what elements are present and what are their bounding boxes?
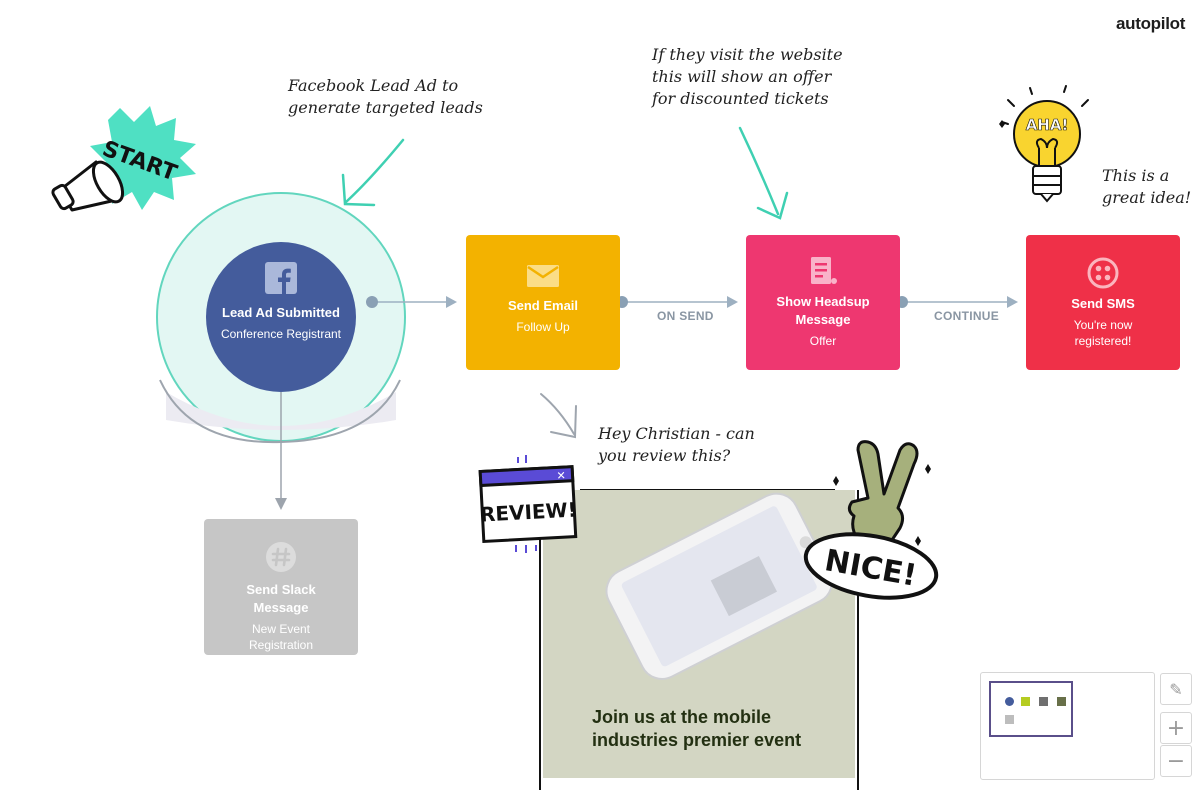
slack-icon: [266, 542, 296, 572]
headsup-subtitle: Offer: [809, 334, 837, 348]
svg-text:✕: ✕: [556, 469, 566, 482]
aha-bulb-sticker: AHA!: [994, 84, 1094, 214]
note-idea: This is a great idea!: [1102, 166, 1192, 207]
minimap-viewport[interactable]: [989, 681, 1073, 737]
lead-ad-title: Lead Ad Submitted: [222, 305, 340, 320]
minimap-node-lead: [1005, 697, 1014, 706]
edit-button[interactable]: ✎: [1160, 673, 1192, 705]
annotation-arrowhead-review: [550, 405, 577, 439]
document-icon: [811, 257, 837, 284]
note-facebook: Facebook Lead Ad to generate targeted le…: [288, 76, 483, 117]
minimap-node-sms: [1057, 697, 1066, 706]
megaphone-icon: START: [51, 106, 196, 212]
lead-ad-subtitle: Conference Registrant: [220, 327, 342, 341]
minimap-node-headsup: [1039, 697, 1048, 706]
send-email-title: Send Email: [507, 298, 579, 313]
on-send-label: ON SEND: [657, 309, 714, 323]
pencil-icon: ✎: [1169, 679, 1183, 699]
slack-title: Send Slack Message: [246, 582, 316, 615]
annotation-arrow-facebook: [344, 138, 405, 204]
annotation-arrow-website: [738, 126, 780, 216]
note-website: If they visit the website this will show…: [652, 45, 843, 108]
zoom-in-button[interactable]: +: [1160, 712, 1192, 744]
start-sticker: START: [50, 100, 200, 225]
lead-output-port[interactable]: [366, 296, 378, 308]
send-email-node[interactable]: Send Email Follow Up: [466, 235, 620, 370]
connector-email-to-headsup: [626, 296, 738, 308]
annotation-arrowhead-facebook: [341, 173, 376, 207]
envelope-icon: [527, 265, 559, 287]
headsup-title: Show Headsup Message: [776, 294, 870, 327]
minimap-node-email: [1021, 697, 1030, 706]
lightbulb-icon: AHA!: [999, 85, 1089, 203]
campaign-preview[interactable]: Join us at the mobile industries premier…: [543, 490, 855, 778]
phone-mockup: [605, 492, 834, 680]
review-sticker: ✕ REVIEW!: [474, 455, 584, 555]
connector-lead-to-slack: [275, 392, 287, 510]
minus-icon: −: [1166, 748, 1186, 774]
twilio-icon: [1087, 257, 1119, 289]
send-email-subtitle: Follow Up: [516, 320, 570, 334]
facebook-icon: [265, 262, 297, 294]
connector-headsup-to-sms: [906, 296, 1018, 308]
lead-ad-node[interactable]: Lead Ad Submitted Conference Registrant: [206, 242, 356, 392]
peace-hand-icon: NICE!: [803, 440, 939, 600]
headsup-node[interactable]: Show Headsup Message Offer: [746, 235, 900, 370]
connector-lead-to-email: [372, 296, 457, 308]
nice-sticker: NICE!: [796, 436, 946, 612]
halo-shadow: [166, 392, 396, 430]
annotation-arrow-review: [540, 393, 575, 435]
continue-label: CONTINUE: [934, 309, 1000, 323]
annotation-arrowhead-website: [756, 191, 789, 220]
campaign-headline: Join us at the mobile industries premier…: [592, 707, 802, 750]
autopilot-logo[interactable]: autopilot: [1116, 14, 1186, 33]
zoom-out-button[interactable]: −: [1160, 745, 1192, 777]
minimap[interactable]: [980, 672, 1155, 780]
send-sms-node[interactable]: Send SMS You're now registered!: [1026, 235, 1180, 370]
note-review: Hey Christian - can you review this?: [598, 424, 755, 465]
send-sms-subtitle: You're now registered!: [1073, 318, 1133, 348]
window-icon: ✕ REVIEW!: [478, 455, 577, 553]
slack-node[interactable]: Send Slack Message New Event Registratio…: [204, 519, 358, 655]
send-sms-title: Send SMS: [1071, 296, 1135, 311]
slack-subtitle: New Event Registration: [248, 622, 314, 652]
review-sticker-text: REVIEW!: [479, 498, 577, 527]
plus-icon: +: [1166, 715, 1186, 741]
minimap-node-slack: [1005, 715, 1014, 724]
aha-sticker-text: AHA!: [1026, 116, 1069, 134]
